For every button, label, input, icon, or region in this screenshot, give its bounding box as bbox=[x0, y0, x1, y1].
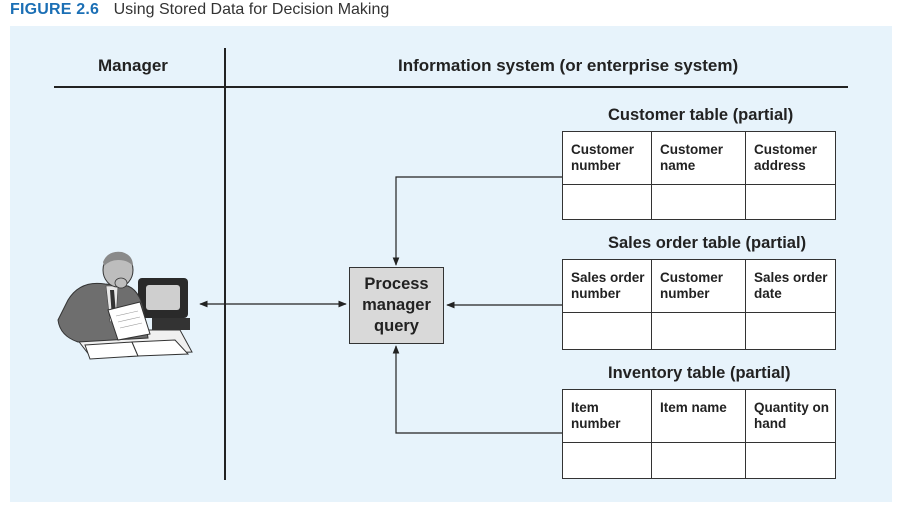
customer-table-empty-cell bbox=[562, 184, 652, 220]
customer-table-empty-cell bbox=[745, 184, 836, 220]
sales-order-table-empty-cell bbox=[745, 312, 836, 350]
arrow-inventory-to-process bbox=[392, 345, 562, 434]
inventory-table-empty-cell bbox=[651, 442, 746, 479]
manager-icon bbox=[57, 251, 193, 360]
arrow-customer-to-process bbox=[392, 176, 562, 266]
customer-table-title: Customer table (partial) bbox=[608, 106, 794, 124]
figure-header: FIGURE 2.6 Using Stored Data for Decisio… bbox=[10, 1, 389, 21]
figure-title: Using Stored Data for Decision Making bbox=[113, 1, 390, 18]
inventory-table-header-cell: Item number bbox=[562, 389, 652, 443]
column-header-information-system: Information system (or enterprise system… bbox=[398, 56, 739, 75]
sales-order-table-header-cell: Customer number bbox=[651, 259, 746, 313]
customer-table-header-cell: Customer address bbox=[745, 131, 836, 185]
inventory-table-title: Inventory table (partial) bbox=[608, 364, 791, 382]
sales-order-table-empty-cell bbox=[562, 312, 652, 350]
process-label: Process manager query bbox=[362, 275, 431, 335]
figure-label: FIGURE 2.6 bbox=[10, 1, 100, 18]
column-header-manager: Manager bbox=[98, 56, 168, 75]
sales-order-table-header-cell: Sales order number bbox=[562, 259, 652, 313]
inventory-table-header-cell: Quantity on hand bbox=[745, 389, 836, 443]
inventory-table-empty-cell bbox=[745, 442, 836, 479]
sales-order-table-header-cell: Sales order date bbox=[745, 259, 836, 313]
sales-order-table-empty-cell bbox=[651, 312, 746, 350]
customer-table-header-cell: Customer name bbox=[651, 131, 746, 185]
customer-table-header-cell: Customer number bbox=[562, 131, 652, 185]
process-manager-query-box: Process manager query bbox=[349, 267, 444, 344]
customer-table-empty-cell bbox=[651, 184, 746, 220]
inventory-table-header-cell: Item name bbox=[651, 389, 746, 443]
inventory-table-empty-cell bbox=[562, 442, 652, 479]
sales-order-table-title: Sales order table (partial) bbox=[608, 234, 807, 252]
